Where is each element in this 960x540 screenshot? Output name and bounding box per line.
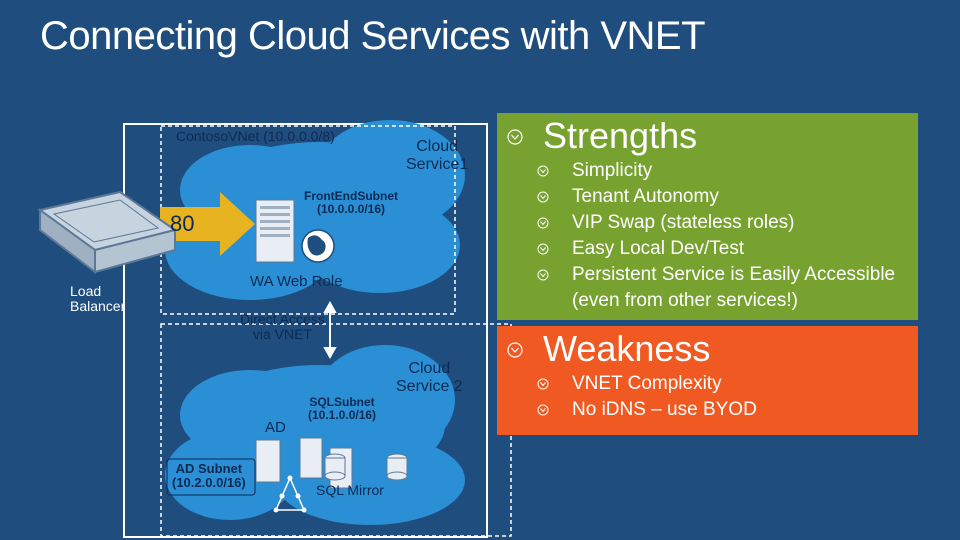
port-arrow [160, 192, 255, 256]
list-item: No iDNS – use BYOD [537, 397, 757, 423]
cloud-service-1-label: Cloud Service1 [406, 138, 468, 173]
list-item-continuation: (even from other services!) [572, 290, 798, 311]
frontend-subnet-name: FrontEndSubnet [304, 189, 398, 203]
cloud-service-2-line1: Cloud [408, 360, 451, 377]
database-icon [324, 453, 408, 481]
sql-subnet-label: SQLSubnet (10.1.0.0/16) [308, 395, 377, 423]
list-item: Persistent Service is Easily Accessible … [537, 262, 895, 314]
list-item-text: Tenant Autonomy [572, 186, 719, 207]
direct-access-line2: via VNET [252, 326, 312, 343]
ad-label: AD [265, 419, 286, 436]
bullet-arrow-icon [537, 165, 549, 177]
ad-tree-icon [273, 475, 307, 513]
sql-subnet-name: SQLSubnet [309, 395, 375, 409]
list-item: VNET Complexity [537, 371, 757, 397]
list-item: VIP Swap (stateless roles) [537, 210, 895, 236]
bullet-arrow-icon [537, 243, 549, 255]
ad-subnet-outline [166, 458, 256, 496]
bullet-arrow-icon [537, 269, 549, 281]
ad-server-icon [255, 439, 281, 483]
load-balancer-line1: Load [70, 283, 102, 299]
globe-icon [301, 229, 335, 263]
list-item-text: VNET Complexity [572, 373, 722, 394]
list-item-text: No iDNS – use BYOD [572, 399, 757, 420]
weakness-list: VNET Complexity No iDNS – use BYOD [537, 371, 757, 423]
vnet-label: ContosoVNet (10.0.0.0/8) [176, 128, 335, 144]
port-label: 80 [170, 211, 195, 236]
direct-access-line1: Direct Access [240, 311, 325, 327]
cloud-service-1-line2: Service1 [406, 155, 469, 173]
sql-mirror-label: SQL Mirror [316, 482, 384, 498]
frontend-subnet-label: FrontEndSubnet (10.0.0.0/16) [304, 189, 398, 217]
cloud-service-2-label: Cloud Service 2 [396, 360, 463, 395]
list-item-text: Persistent Service is Easily Accessible [572, 264, 896, 285]
bullet-arrow-icon [507, 342, 523, 358]
bullet-arrow-icon [537, 404, 549, 416]
bullet-arrow-icon [537, 191, 549, 203]
list-item-text: VIP Swap (stateless roles) [572, 212, 795, 233]
weakness-panel: Weakness VNET Complexity No iDNS – use B… [497, 326, 918, 435]
frontend-subnet-range: (10.0.0.0/16) [316, 202, 386, 217]
strengths-heading: Strengths [543, 115, 698, 156]
web-role-label: WA Web Role [250, 273, 343, 290]
ad-subnet-label: AD Subnet (10.2.0.0/16) [172, 461, 246, 491]
weakness-heading: Weakness [543, 328, 711, 369]
sql-subnet-range: (10.1.0.0/16) [308, 408, 377, 423]
slide-title: Connecting Cloud Services with VNET [40, 14, 706, 58]
bullet-arrow-icon [507, 129, 523, 145]
cloud-service-2-line2: Service 2 [396, 377, 463, 395]
bullet-arrow-icon [537, 378, 549, 390]
load-balancer-label: Load Balancer [70, 283, 126, 315]
strengths-list: Simplicity Tenant Autonomy VIP Swap (sta… [537, 158, 895, 314]
list-item: Tenant Autonomy [537, 184, 895, 210]
cloud-service-1-line1: Cloud [416, 138, 459, 155]
load-balancer-icon [37, 190, 178, 275]
vnet-boundary [123, 123, 488, 538]
list-item: Simplicity [537, 158, 895, 184]
list-item: Easy Local Dev/Test [537, 236, 895, 262]
strengths-panel: Strengths Simplicity Tenant Autonomy VIP… [497, 113, 918, 320]
list-item-text: Easy Local Dev/Test [572, 238, 745, 259]
direct-access-arrow [323, 300, 337, 360]
server-icon [255, 199, 295, 263]
load-balancer-line2: Balancer [70, 298, 126, 315]
direct-access-label: Direct Access via VNET [240, 311, 325, 343]
ad-subnet-name: AD Subnet [175, 461, 243, 476]
list-item-text: Simplicity [572, 160, 653, 181]
ad-subnet-range: (10.2.0.0/16) [172, 475, 246, 491]
bullet-arrow-icon [537, 217, 549, 229]
